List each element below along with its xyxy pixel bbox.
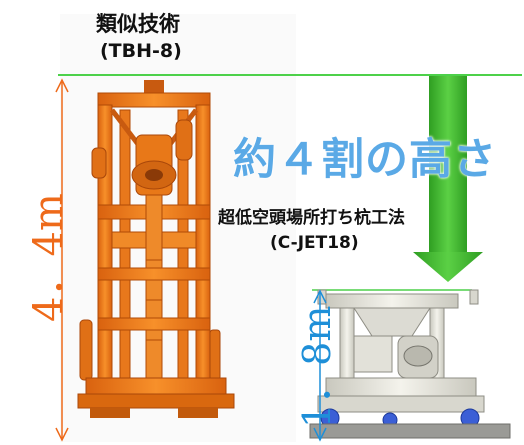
right-dimension xyxy=(313,289,327,442)
height-ratio-headline: 約４割の高さ xyxy=(233,135,497,185)
cjet18-machine xyxy=(309,289,511,439)
left-dimension xyxy=(55,78,69,442)
tbh8-machine xyxy=(77,80,235,418)
left-height-label: 4．4m xyxy=(26,193,72,322)
method-title: 超低空頭場所打ち杭工法 xyxy=(218,208,405,228)
similar-technology-model: (TBH-8) xyxy=(100,40,182,62)
down-arrow xyxy=(413,76,483,282)
right-height-label: 1．8m xyxy=(295,305,339,428)
similar-technology-title: 類似技術 xyxy=(96,12,180,36)
method-model: (C-JET18) xyxy=(270,233,359,253)
